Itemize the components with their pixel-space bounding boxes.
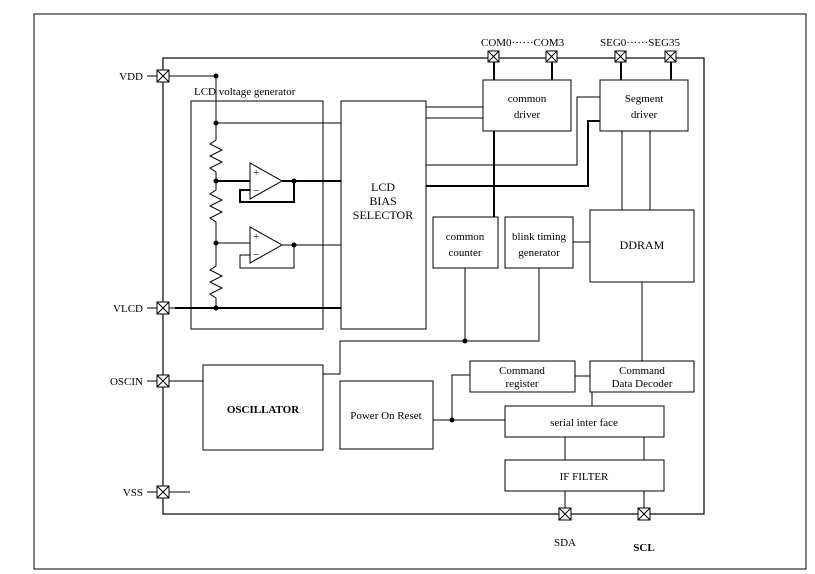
bias-to-segment-wire-2 (426, 120, 600, 187)
serial-interface-label: serial inter face (550, 417, 618, 429)
resistor-3 (208, 262, 224, 302)
oscillator-block (202, 364, 324, 451)
oscillator-label: OSCILLATOR (227, 404, 300, 416)
command-register-label-1: Command (499, 365, 545, 377)
command-data-decoder-label-1: Command (619, 365, 665, 377)
if-filter-label: IF FILTER (560, 471, 609, 483)
pin-oscin (147, 374, 175, 388)
blink-timing-label-2: generator (518, 247, 560, 259)
reset-to-register-wire (451, 374, 470, 420)
com-pin-label: COM0······COM3 (481, 37, 565, 49)
if-filter-block (504, 459, 665, 492)
seg-pin-label: SEG0······SEG35 (600, 37, 681, 49)
command-register-label-2: register (506, 378, 539, 390)
power-on-reset-block (339, 380, 434, 450)
vdd-pin-label: VDD (119, 71, 143, 83)
opamp-2-minus: − (253, 249, 259, 261)
scl-pin-label: SCL (633, 542, 654, 554)
opamp-2 (249, 226, 284, 264)
pin-seg0 (614, 50, 627, 63)
power-on-reset-label: Power On Reset (350, 410, 422, 422)
lcd-bias-selector-label-3: SELECTOR (353, 208, 413, 222)
command-data-decoder-block (589, 360, 695, 393)
pin-vlcd (147, 301, 175, 315)
segment-driver-block (599, 79, 689, 132)
opamp-1-feedback (239, 181, 295, 203)
common-counter-label-1: common (446, 231, 485, 243)
resistor-2 (208, 184, 224, 226)
common-driver-block (482, 79, 572, 132)
tap-top-node (213, 120, 219, 126)
pin-com0 (487, 50, 500, 63)
lcd-bias-selector-block (340, 100, 427, 330)
vss-pin-label: VSS (123, 487, 143, 499)
resistor-1 (208, 136, 224, 176)
sda-pin-label: SDA (554, 537, 576, 549)
pin-sda (558, 507, 572, 521)
clock-junction (462, 338, 468, 344)
opamp-2-plus: + (253, 231, 259, 243)
pin-com3 (545, 50, 558, 63)
bias-to-segment-wire-1 (426, 96, 600, 166)
lcd-voltage-generator-title: LCD voltage generator (194, 86, 296, 98)
pin-scl (637, 507, 651, 521)
segment-driver-label-1: Segment (625, 93, 664, 105)
common-driver-label-1: common (508, 93, 547, 105)
ddram-label: DDRAM (620, 238, 665, 252)
pin-vdd (147, 69, 175, 83)
common-counter-label-2: counter (449, 247, 482, 259)
serial-interface-block (504, 405, 665, 438)
chip-boundary (162, 57, 705, 515)
opamp-1-plus: + (253, 167, 259, 179)
segment-driver-label-2: driver (631, 109, 658, 121)
opamp-2-feedback (239, 245, 295, 269)
opamp-1-minus: − (253, 185, 259, 197)
command-register-block (469, 360, 576, 393)
lcd-bias-selector-label-1: LCD (371, 180, 395, 194)
page-border (33, 13, 807, 570)
lcd-bias-selector-label-2: BIAS (369, 194, 396, 208)
vlcd-pin-label: VLCD (113, 303, 143, 315)
ddram-block (589, 209, 695, 283)
common-driver-label-2: driver (514, 109, 541, 121)
pin-vss (147, 485, 190, 499)
command-data-decoder-label-2: Data Decoder (612, 378, 673, 390)
oscin-pin-label: OSCIN (110, 376, 143, 388)
pin-seg35 (664, 50, 677, 63)
blink-timing-label-1: blink timing (512, 231, 567, 243)
clock-bus-wire (323, 268, 540, 375)
lcd-voltage-generator-block (190, 100, 324, 330)
